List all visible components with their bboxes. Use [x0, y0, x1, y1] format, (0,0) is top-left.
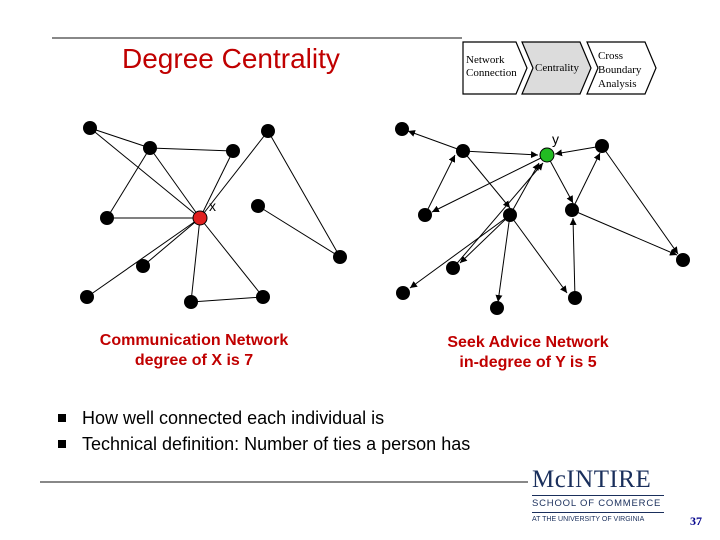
title-rule — [52, 37, 462, 39]
network-node — [184, 295, 198, 309]
left-caption: Communication Network degree of X is 7 — [80, 331, 308, 371]
network-node — [418, 208, 432, 222]
network-edge — [554, 145, 603, 157]
breadcrumb-step-network-connection[interactable] — [462, 41, 528, 95]
network-edge — [106, 147, 151, 219]
network-node — [503, 208, 517, 222]
bullet-list: How well connected each individual is Te… — [58, 405, 470, 457]
footer-rule — [40, 481, 528, 483]
network-node — [676, 253, 690, 267]
network-edge — [142, 217, 201, 267]
network-edge — [89, 127, 151, 149]
bullet-item: How well connected each individual is — [58, 405, 470, 431]
network-edge — [409, 214, 511, 289]
mcintire-logo: McINTIRE SCHOOL OF COMMERCE AT THE UNIVE… — [532, 467, 664, 525]
network-node — [456, 144, 470, 158]
breadcrumb-label: Network — [466, 54, 505, 66]
network-edge — [257, 205, 341, 258]
network-edge — [190, 217, 201, 303]
network-node — [595, 139, 609, 153]
network-edge — [89, 127, 201, 219]
right-caption-line1: Seek Advice Network — [447, 334, 609, 351]
network-edge — [86, 217, 201, 298]
breadcrumb-label: Boundary — [598, 64, 642, 76]
network-edge — [149, 147, 234, 152]
logo-university: AT THE UNIVERSITY OF VIRGINIA — [532, 516, 645, 523]
network-node — [333, 250, 347, 264]
logo-school: SCHOOL OF COMMERCE — [532, 498, 662, 509]
network-edge — [407, 130, 464, 152]
network-edge — [601, 145, 679, 255]
logo-name: McINTIRE — [532, 466, 652, 493]
network-edge — [569, 217, 577, 299]
network-node — [256, 290, 270, 304]
square-bullet-icon — [58, 414, 66, 422]
network-edge — [509, 214, 568, 294]
network-node — [251, 199, 265, 213]
node-x-label: x — [209, 198, 216, 214]
breadcrumb: Network Connection Centrality Cross Boun… — [462, 41, 657, 95]
network-node — [446, 261, 460, 275]
communication-network-nodes — [80, 121, 347, 309]
node-y — [539, 147, 555, 163]
network-node — [490, 301, 504, 315]
network-node — [261, 124, 275, 138]
communication-network — [86, 127, 341, 303]
network-edge — [546, 154, 574, 204]
network-edge — [571, 152, 601, 211]
square-bullet-icon — [58, 440, 66, 448]
network-node — [568, 291, 582, 305]
network-edge — [495, 214, 511, 303]
breadcrumb-label: Connection — [466, 67, 517, 79]
network-edge — [509, 162, 540, 216]
network-node — [565, 203, 579, 217]
right-caption-line2: in-degree of Y is 5 — [459, 354, 597, 371]
page-number: 37 — [690, 514, 702, 528]
network-edge — [424, 154, 456, 216]
seek-advice-network — [407, 130, 679, 303]
node-y-label: y — [552, 131, 559, 147]
left-caption-line1: Communication Network — [99, 332, 289, 349]
bullet-text: Technical definition: Number of ties a p… — [82, 434, 471, 454]
node-x — [192, 210, 208, 226]
network-node — [395, 122, 409, 136]
network-node — [396, 286, 410, 300]
network-node — [100, 211, 114, 225]
network-edge — [431, 154, 548, 213]
left-caption-line2: degree of X is 7 — [134, 352, 254, 369]
network-edge — [267, 130, 341, 258]
network-edge — [199, 130, 269, 219]
network-edge — [571, 209, 678, 256]
network-edge — [462, 150, 511, 209]
breadcrumb-step-centrality[interactable] — [521, 41, 592, 95]
bullet-text: How well connected each individual is — [82, 408, 385, 428]
network-edge — [149, 147, 201, 219]
network-edge — [459, 214, 511, 264]
breadcrumb-label: Cross — [598, 50, 623, 62]
network-node — [136, 259, 150, 273]
breadcrumb-step-cross-boundary-analysis[interactable] — [586, 41, 657, 95]
network-edge — [452, 162, 544, 269]
network-node — [226, 144, 240, 158]
right-caption: Seek Advice Network in-degree of Y is 5 — [418, 333, 638, 373]
breadcrumb-label: Centrality — [535, 62, 579, 74]
network-edge — [462, 150, 539, 159]
network-node — [143, 141, 157, 155]
logo-divider — [532, 495, 664, 496]
breadcrumb-label: Analysis — [598, 78, 637, 90]
network-node — [83, 121, 97, 135]
network-edge — [199, 150, 234, 219]
page-title: Degree Centrality — [122, 43, 340, 74]
network-edge — [199, 217, 264, 298]
seek-advice-network-nodes — [395, 122, 690, 315]
logo-divider — [532, 512, 664, 513]
network-node — [80, 290, 94, 304]
network-edge — [190, 296, 264, 303]
bullet-item: Technical definition: Number of ties a p… — [58, 431, 470, 457]
